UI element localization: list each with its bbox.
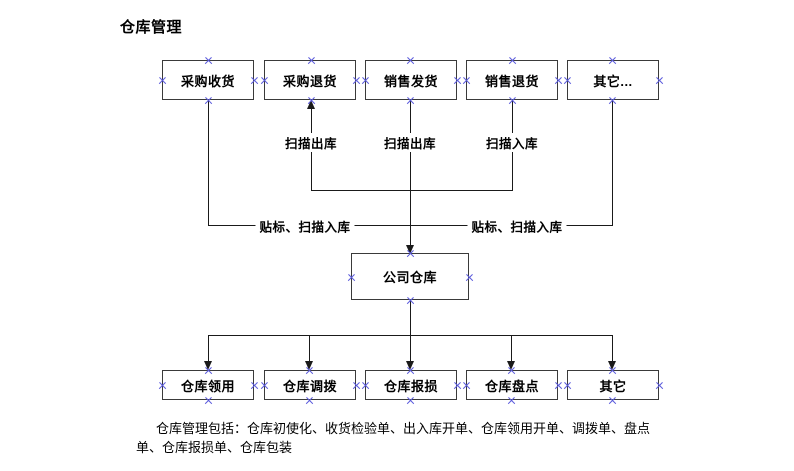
node-other-top[interactable]: 其它...: [567, 60, 659, 100]
edge-purchase-receipt-vertical: [208, 100, 209, 226]
page-title: 仓库管理: [120, 19, 183, 36]
edge-drop-warehouse-requisition: [208, 335, 209, 362]
edge-label-tag-scan-in-left: 贴标、扫描入库: [255, 216, 355, 236]
arrowhead-warehouse-transfer: [304, 361, 313, 370]
node-other-bottom[interactable]: 其它: [567, 370, 659, 400]
edge-label-scan-out-2: 扫描出库: [380, 133, 440, 152]
edge-sales-delivery-arrowhead: [405, 245, 414, 254]
arrowhead-other-bottom: [607, 361, 616, 370]
edge-purchase-return-arrowhead: [306, 100, 315, 109]
edge-label-scan-out-1: 扫描出库: [281, 133, 341, 152]
node-warehouse-stocktake[interactable]: 仓库盘点: [466, 370, 558, 400]
node-company-warehouse[interactable]: 公司仓库: [351, 253, 469, 300]
edge-drop-warehouse-transfer: [309, 335, 310, 362]
edge-drop-other-bottom: [612, 335, 613, 362]
footer-note: 仓库管理包括：仓库初使化、收货检验单、出入库开单、仓库领用开单、调拨单、盘点 单…: [136, 420, 706, 458]
node-purchase-return[interactable]: 采购退货: [264, 60, 356, 100]
edge-drop-warehouse-stocktake: [511, 335, 512, 362]
node-warehouse-transfer[interactable]: 仓库调拨: [264, 370, 356, 400]
footer-note-line-1: 仓库管理包括：仓库初使化、收货检验单、出入库开单、仓库领用开单、调拨单、盘点: [156, 422, 651, 437]
node-sales-return[interactable]: 销售退货: [466, 60, 558, 100]
node-warehouse-requisition[interactable]: 仓库领用: [162, 370, 254, 400]
edge-other-top-vertical: [612, 100, 613, 226]
arrowhead-warehouse-stocktake: [506, 361, 515, 370]
footer-note-line-2: 单、仓库报损单、仓库包装: [136, 441, 293, 456]
node-warehouse-damage[interactable]: 仓库报损: [365, 370, 457, 400]
edge-label-tag-scan-in-right: 贴标、扫描入库: [467, 216, 567, 236]
arrowhead-warehouse-damage: [405, 361, 414, 370]
edge-warehouse-down-trunk: [410, 300, 411, 336]
node-sales-delivery[interactable]: 销售发货: [365, 60, 457, 100]
edge-drop-warehouse-damage: [410, 335, 411, 362]
arrowhead-warehouse-requisition: [203, 361, 212, 370]
edge-secondary-horizontal-bus: [311, 190, 512, 191]
edge-label-scan-in-1: 扫描入库: [482, 133, 542, 152]
edge-sales-delivery-vertical: [410, 100, 411, 246]
node-purchase-receipt[interactable]: 采购收货: [162, 60, 254, 100]
